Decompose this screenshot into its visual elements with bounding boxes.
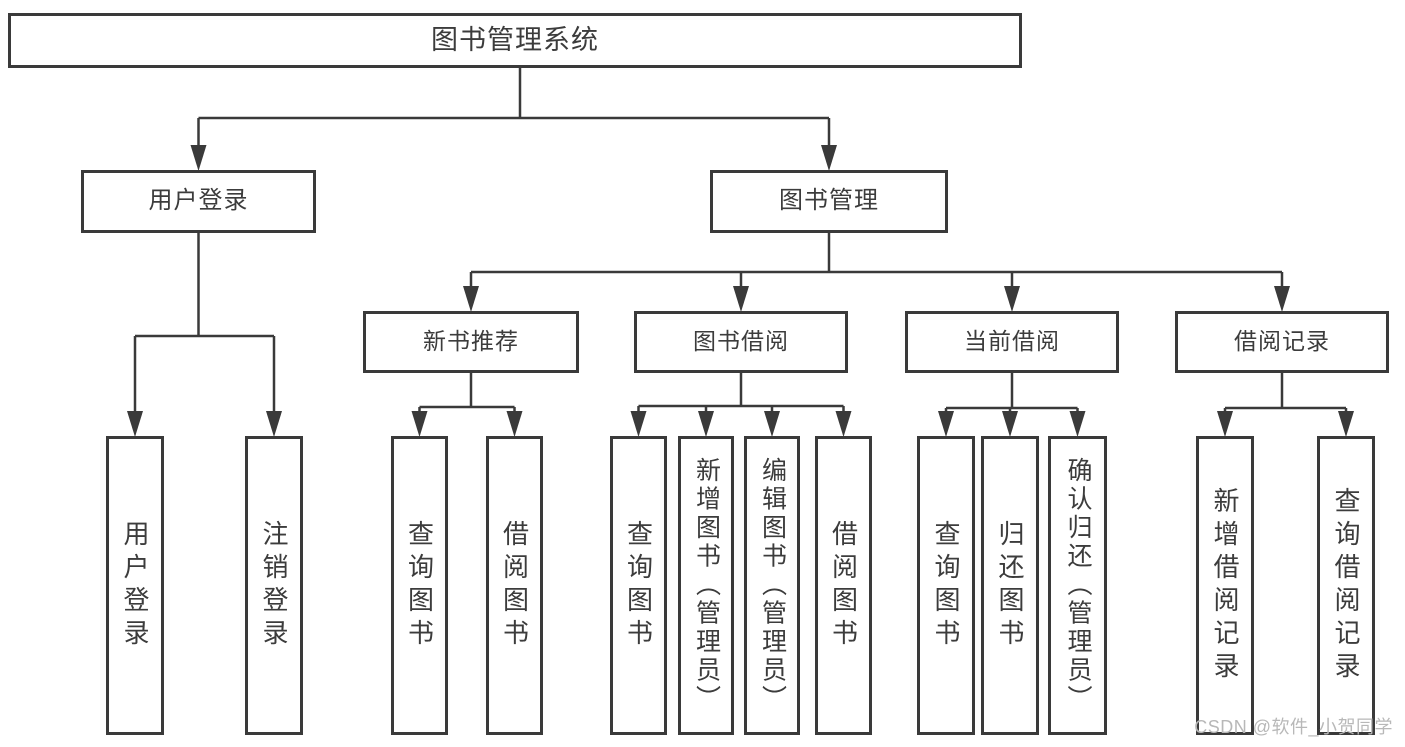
- leaf-bb-query-books-label: 查询图书: [623, 519, 654, 652]
- node-borrow-records: 借阅记录: [1175, 311, 1389, 373]
- leaf-bb-query-books: 查询图书: [610, 436, 667, 735]
- leaf-nb-borrow-books-label: 借阅图书: [499, 519, 530, 652]
- arrowheads: [127, 145, 1354, 437]
- leaf-nb-query-books-label: 查询图书: [404, 519, 435, 652]
- leaf-logout-label: 注销登录: [259, 519, 289, 652]
- leaf-bb-edit-books-label: 编辑图书（管理员）: [758, 457, 787, 714]
- leaf-cb-confirm-return-label: 确认归还（管理员）: [1064, 457, 1092, 714]
- node-root-label: 图书管理系统: [431, 24, 599, 55]
- leaf-cb-query-books-label: 查询图书: [931, 519, 961, 652]
- leaf-bb-add-books: 新增图书（管理员）: [678, 436, 734, 735]
- node-book-management: 图书管理: [710, 170, 948, 233]
- csdn-watermark: CSDN @软件_小贺同学: [1194, 717, 1393, 737]
- leaf-cb-return-books: 归还图书: [981, 436, 1039, 735]
- leaf-cb-query-books: 查询图书: [917, 436, 975, 735]
- leaf-br-query-record: 查询借阅记录: [1317, 436, 1375, 735]
- leaf-bb-edit-books: 编辑图书（管理员）: [744, 436, 800, 735]
- leaf-cb-confirm-return: 确认归还（管理员）: [1048, 436, 1107, 735]
- node-current-borrow: 当前借阅: [905, 311, 1119, 373]
- node-user-login: 用户登录: [81, 170, 316, 233]
- leaf-cb-return-books-label: 归还图书: [995, 519, 1025, 652]
- node-book-management-label: 图书管理: [779, 187, 879, 215]
- node-book-borrow-label: 图书借阅: [693, 328, 789, 355]
- leaf-bb-borrow-books: 借阅图书: [815, 436, 872, 735]
- leaf-user-login: 用户登录: [106, 436, 164, 735]
- leaf-bb-add-books-label: 新增图书（管理员）: [692, 457, 721, 714]
- leaf-user-login-label: 用户登录: [120, 519, 150, 652]
- node-user-login-label: 用户登录: [148, 187, 249, 215]
- node-borrow-records-label: 借阅记录: [1234, 328, 1330, 355]
- leaf-nb-borrow-books: 借阅图书: [486, 436, 543, 735]
- leaf-nb-query-books: 查询图书: [391, 436, 448, 735]
- leaf-br-add-record: 新增借阅记录: [1196, 436, 1254, 735]
- leaf-br-add-record-label: 新增借阅记录: [1210, 486, 1240, 685]
- node-new-book-recommend: 新书推荐: [363, 311, 579, 373]
- leaf-bb-borrow-books-label: 借阅图书: [828, 519, 859, 652]
- node-root: 图书管理系统: [8, 13, 1022, 68]
- node-new-book-recommend-label: 新书推荐: [423, 328, 519, 355]
- leaf-logout: 注销登录: [245, 436, 303, 735]
- node-current-borrow-label: 当前借阅: [964, 328, 1060, 355]
- node-book-borrow: 图书借阅: [634, 311, 848, 373]
- leaf-br-query-record-label: 查询借阅记录: [1331, 486, 1361, 685]
